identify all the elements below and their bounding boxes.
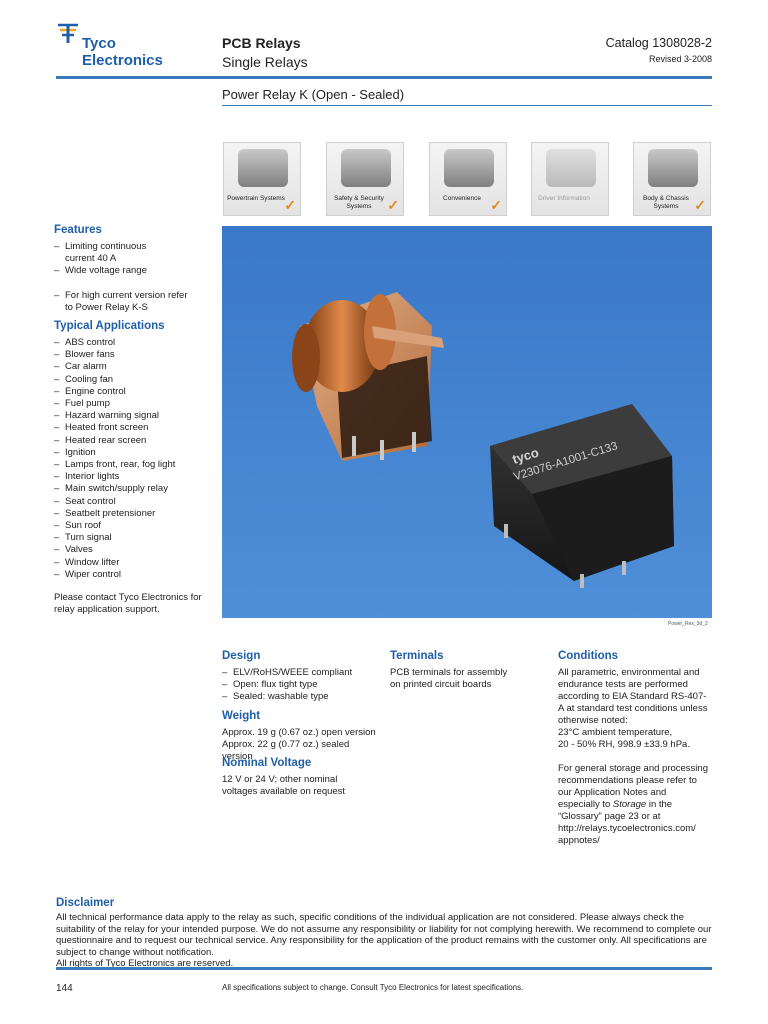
list-item: Wiper control bbox=[54, 569, 214, 581]
list-item: ABS control bbox=[54, 337, 214, 349]
list-item: Limiting continuous current 40 A bbox=[54, 241, 165, 265]
conditions-humidity: 20 - 50% RH, 998.9 ±33.9 hPa. bbox=[558, 739, 690, 750]
storage-note-lead: For general storage and processing recom… bbox=[558, 763, 708, 810]
brand-line-1: Tyco bbox=[82, 35, 116, 52]
list-item: Open: flux tight type bbox=[222, 679, 382, 691]
app-tile-label: Driver Information bbox=[538, 195, 590, 202]
relay-illustration: tyco V23076-A1001-C133 bbox=[222, 226, 712, 618]
list-item: ELV/RoHS/WEEE compliant bbox=[222, 667, 382, 679]
list-item: Hazard warning signal bbox=[54, 410, 214, 422]
page-number: 144 bbox=[56, 983, 73, 994]
list-item: Blower fans bbox=[54, 349, 214, 361]
storage-note-link-text[interactable]: in the “Glossary” page 23 or at http://r… bbox=[558, 799, 696, 846]
revised-date: Revised 3-2008 bbox=[648, 54, 712, 64]
car-body-icon bbox=[648, 149, 698, 187]
list-item: Engine control bbox=[54, 386, 214, 398]
checkmark-icon: ✓ bbox=[490, 197, 502, 213]
footer-rule bbox=[56, 967, 712, 970]
list-item: For high current version refer to Power … bbox=[54, 290, 190, 314]
page-subtitle: Single Relays bbox=[222, 54, 308, 70]
list-item: Seat control bbox=[54, 496, 214, 508]
page-title: PCB Relays bbox=[222, 35, 301, 51]
design-heading: Design bbox=[222, 650, 261, 662]
product-photo: tyco V23076-A1001-C133 bbox=[222, 226, 712, 618]
terminals-heading: Terminals bbox=[390, 650, 444, 662]
tyco-logo-mark-icon bbox=[58, 23, 78, 43]
app-tile-body-chassis: Body & Chassis Systems ✓ bbox=[633, 142, 711, 216]
features-heading: Features bbox=[54, 224, 102, 236]
app-tile-safety: Safety & Security Systems ✓ bbox=[326, 142, 404, 216]
disclaimer-text: All technical performance data apply to … bbox=[56, 912, 716, 970]
conditions-temperature: 23°C ambient temperature, bbox=[558, 727, 673, 738]
app-tile-driver-information: Driver Information bbox=[531, 142, 609, 216]
features-list: Limiting continuous current 40 A Wide vo… bbox=[54, 241, 204, 278]
tyco-logo: Tyco Electronics bbox=[56, 22, 196, 69]
conditions-heading: Conditions bbox=[558, 650, 619, 662]
storage-note-italic: Storage bbox=[612, 799, 647, 810]
list-item: Lamps front, rear, fog light bbox=[54, 459, 214, 471]
car-icon bbox=[341, 149, 391, 187]
list-item: Main switch/supply relay bbox=[54, 483, 214, 495]
footer-note: All specifications subject to change. Co… bbox=[222, 983, 524, 992]
list-item: Turn signal bbox=[54, 532, 214, 544]
weight-line: Approx. 22 g (0.77 oz.) sealed version bbox=[222, 739, 350, 762]
terminals-text: PCB terminals for assembly on printed ci… bbox=[390, 667, 508, 690]
app-tile-label: Powertrain Systems bbox=[227, 195, 285, 202]
contact-text: Please contact Tyco Electronics for rela… bbox=[54, 592, 202, 615]
car-interior-icon bbox=[444, 149, 494, 187]
list-item: Wide voltage range bbox=[54, 265, 204, 277]
nominal-voltage-text: 12 V or 24 V; other nominal voltages ava… bbox=[222, 774, 346, 797]
brand-line-2: Electronics bbox=[82, 52, 163, 69]
typical-applications-heading: Typical Applications bbox=[54, 320, 165, 332]
header-rule bbox=[56, 76, 712, 79]
typical-applications-list: ABS control Blower fans Car alarm Coolin… bbox=[54, 337, 214, 581]
list-item: Seatbelt pretensioner bbox=[54, 508, 214, 520]
photo-caption: Power_Rex_3d_2 bbox=[668, 621, 708, 627]
app-tile-label: Convenience bbox=[443, 195, 481, 202]
catalog-number: Catalog 1308028-2 bbox=[605, 36, 712, 50]
disclaimer-rights: All rights of Tyco Electronics are reser… bbox=[56, 958, 234, 970]
list-item: Heated front screen bbox=[54, 422, 214, 434]
weight-heading: Weight bbox=[222, 710, 261, 722]
engine-icon bbox=[238, 149, 288, 187]
list-item: Ignition bbox=[54, 447, 214, 459]
checkmark-icon: ✓ bbox=[694, 197, 706, 213]
features-note: For high current version refer to Power … bbox=[54, 290, 204, 314]
list-item: Sun roof bbox=[54, 520, 214, 532]
section-rule bbox=[222, 105, 712, 106]
relay-marking: tyco bbox=[510, 445, 540, 467]
nominal-voltage-heading: Nominal Voltage bbox=[222, 757, 312, 769]
weight-line: Approx. 19 g (0.67 oz.) open version bbox=[222, 727, 376, 738]
list-item: Sealed: washable type bbox=[222, 691, 382, 703]
conditions-text: All parametric, environmental and endura… bbox=[558, 667, 708, 847]
list-item: Valves bbox=[54, 544, 214, 556]
list-item: Window lifter bbox=[54, 557, 214, 569]
disclaimer-heading: Disclaimer bbox=[56, 897, 115, 909]
list-item: Car alarm bbox=[54, 361, 214, 373]
disclaimer-paragraph: All technical performance data apply to … bbox=[56, 912, 712, 958]
conditions-paragraph: All parametric, environmental and endura… bbox=[558, 667, 708, 726]
checkmark-icon: ✓ bbox=[387, 197, 399, 213]
app-tile-label: Safety & Security Systems bbox=[334, 195, 384, 210]
app-tile-convenience: Convenience ✓ bbox=[429, 142, 507, 216]
dashboard-icon bbox=[546, 149, 596, 187]
app-tile-label: Body & Chassis Systems bbox=[643, 195, 689, 210]
checkmark-icon: ✓ bbox=[284, 197, 296, 213]
design-list: ELV/RoHS/WEEE compliant Open: flux tight… bbox=[222, 667, 382, 704]
app-tile-powertrain: Powertrain Systems ✓ bbox=[223, 142, 301, 216]
list-item: Fuel pump bbox=[54, 398, 214, 410]
section-title: Power Relay K (Open - Sealed) bbox=[222, 87, 405, 102]
list-item: Heated rear screen bbox=[54, 435, 214, 447]
storage-note: For general storage and processing recom… bbox=[558, 763, 708, 847]
list-item: Interior lights bbox=[54, 471, 214, 483]
list-item: Cooling fan bbox=[54, 374, 214, 386]
